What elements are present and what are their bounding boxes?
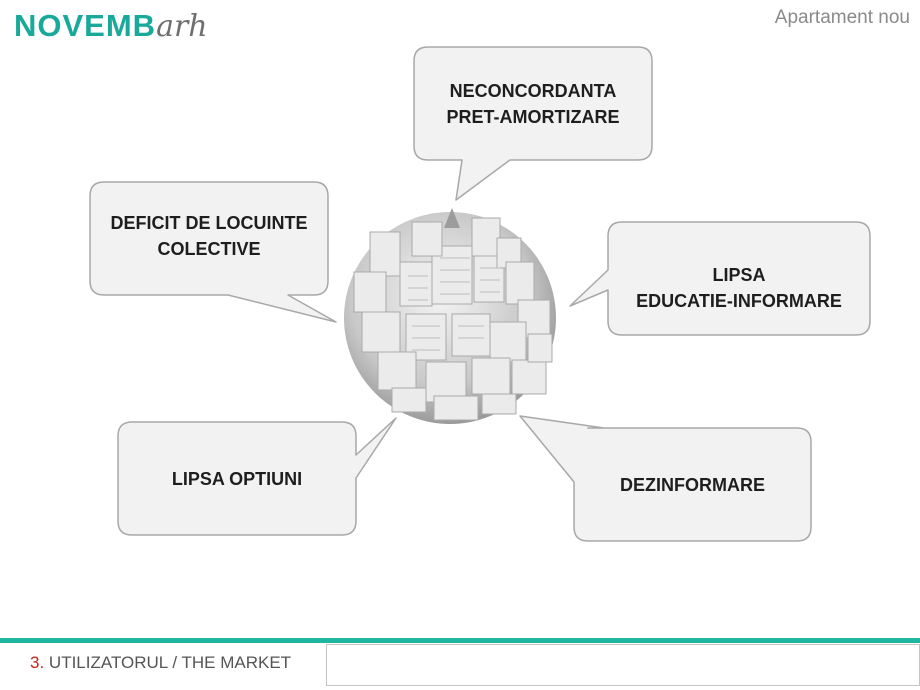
page-subtitle: Apartament nou <box>774 7 910 28</box>
logo-accent-text: arh <box>156 9 208 44</box>
footer-section-label: UTILIZATORUL / THE MARKET <box>48 653 292 672</box>
footer-accent-line <box>0 638 920 643</box>
bubble-deficit <box>89 181 337 323</box>
footer-section-title: 3. UTILIZATORUL / THE MARKET <box>30 653 291 673</box>
logo-main-text: NOVEMB <box>14 8 157 43</box>
bubble-label-lipsa-optiuni: LIPSA OPTIUNI <box>171 468 303 489</box>
bubble-lipsa-optiuni <box>117 417 397 536</box>
bubble-lipsa-educatie <box>569 221 871 336</box>
bubble-dezinformare <box>519 415 812 542</box>
footer-empty-box <box>326 644 920 686</box>
footer-section-number: 3. <box>30 653 45 672</box>
city-globe-icon <box>344 208 556 424</box>
bubble-label-dezinformare: DEZINFORMARE <box>620 474 765 495</box>
bubble-neconcordanta <box>413 46 653 201</box>
footer-section-box <box>0 644 327 686</box>
brand-logo: NOVEMBarh <box>14 6 208 47</box>
